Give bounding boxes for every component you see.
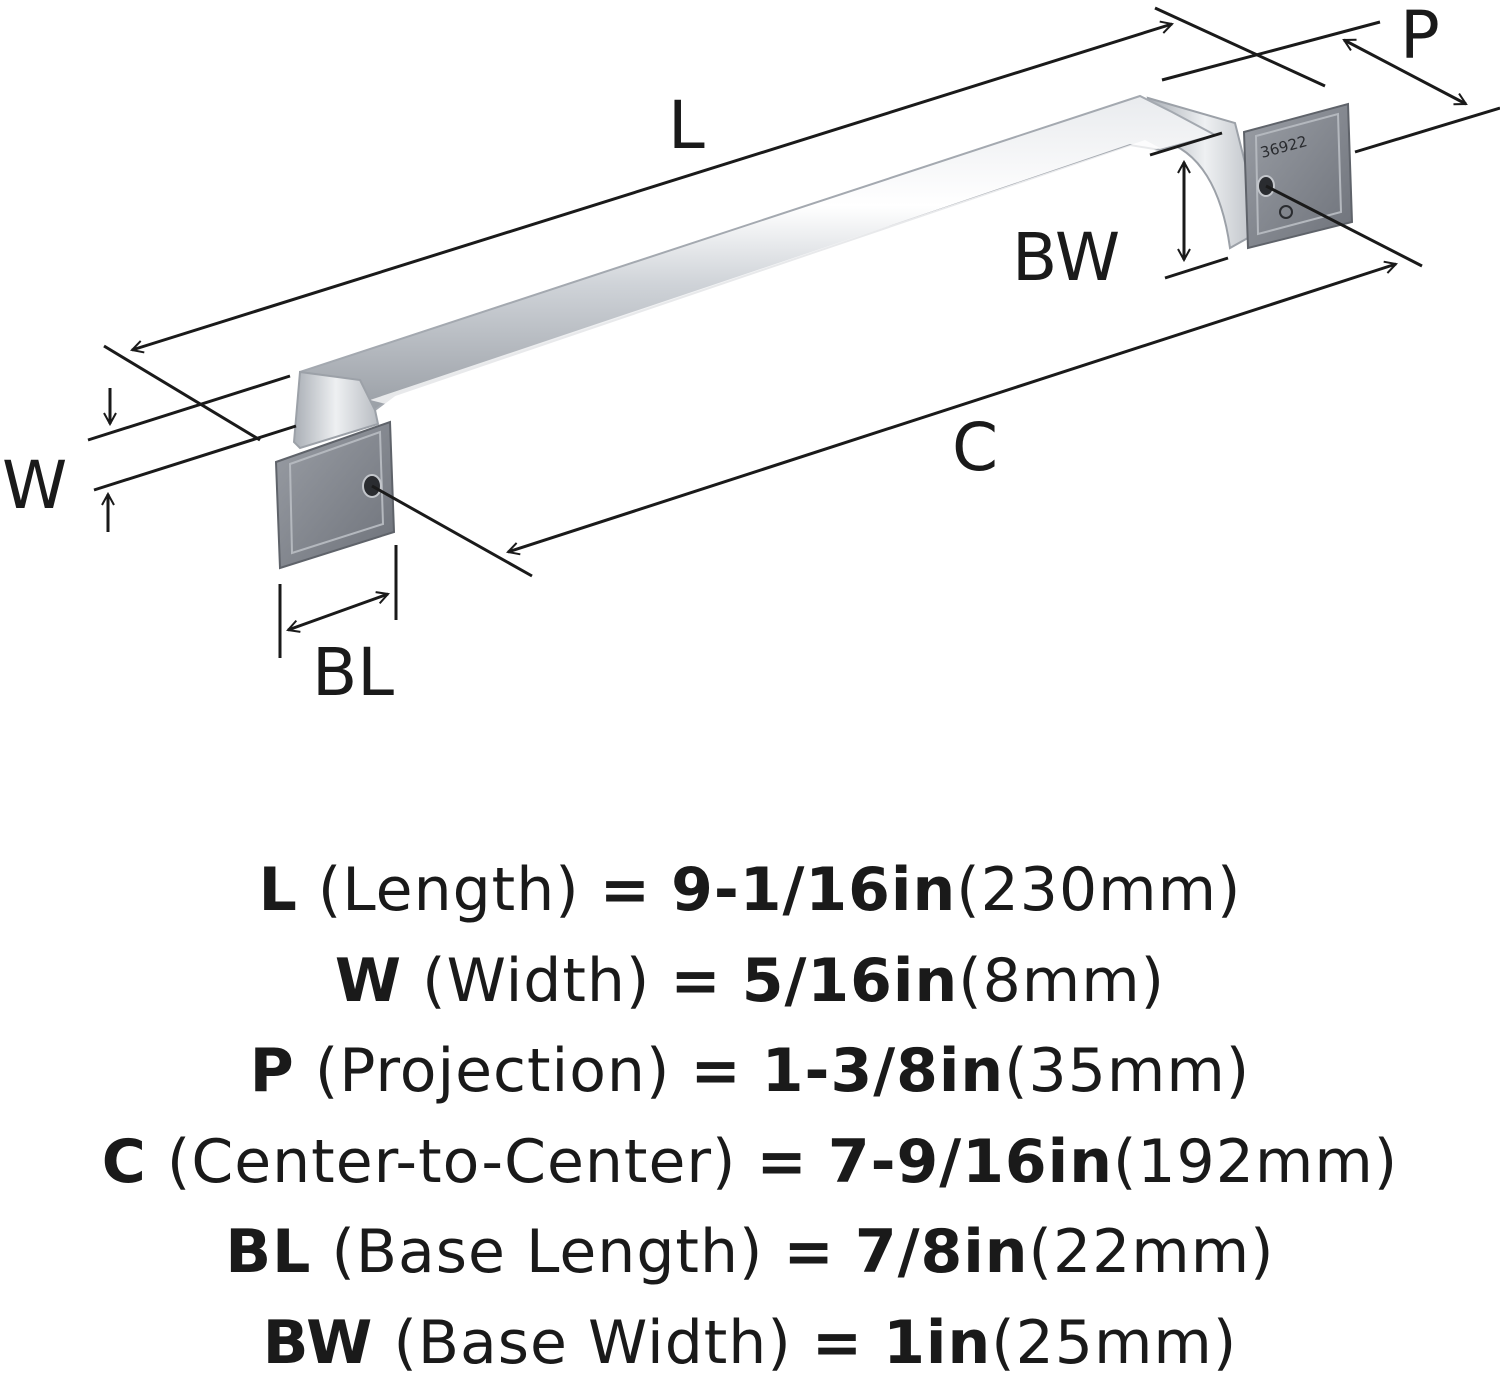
spec-equals: = (670, 946, 721, 1016)
spec-metric-value: (192mm) (1113, 1127, 1398, 1197)
base-length-dimension-arrow (288, 594, 388, 630)
width-extension-top (88, 376, 290, 440)
spec-metric-value: (35mm) (1004, 1036, 1250, 1106)
spec-imperial-value: 7-9/16in (828, 1127, 1113, 1197)
spec-symbol: BW (263, 1308, 374, 1378)
label-length: L (668, 87, 705, 164)
projection-extension-top (1162, 22, 1380, 80)
spec-line: P (Projection) = 1-3/8in(35mm) (0, 1026, 1500, 1117)
spec-equals: = (600, 855, 651, 925)
spec-name: (Width) (422, 946, 650, 1016)
label-base-width: BW (1012, 219, 1120, 296)
spec-equals: = (812, 1308, 863, 1378)
spec-name: (Length) (318, 855, 580, 925)
handle-dimension-diagram: 36922 L P BW W C BL (0, 0, 1500, 800)
projection-extension-bottom (1355, 108, 1500, 152)
spec-line: C (Center-to-Center) = 7-9/16in(192mm) (0, 1117, 1500, 1208)
spec-symbol: L (259, 855, 298, 925)
spec-line: BL (Base Length) = 7/8in(22mm) (0, 1207, 1500, 1298)
spec-imperial-value: 9-1/16in (671, 855, 956, 925)
spec-name: (Base Length) (331, 1217, 763, 1287)
spec-symbol: W (335, 946, 402, 1016)
spec-symbol: C (102, 1127, 147, 1197)
spec-line: W (Width) = 5/16in(8mm) (0, 936, 1500, 1027)
spec-equals: = (783, 1217, 834, 1287)
spec-line: BW (Base Width) = 1in(25mm) (0, 1298, 1500, 1388)
label-projection: P (1400, 0, 1440, 74)
spec-name: (Base Width) (393, 1308, 791, 1378)
spec-symbol: P (250, 1036, 295, 1106)
label-width: W (2, 447, 67, 524)
spec-imperial-value: 1-3/8in (762, 1036, 1004, 1106)
spec-imperial-value: 5/16in (742, 946, 958, 1016)
width-extension-bottom (94, 426, 296, 490)
spec-metric-value: (8mm) (958, 946, 1165, 1016)
spec-metric-value: (25mm) (991, 1308, 1237, 1378)
spec-metric-value: (22mm) (1029, 1217, 1275, 1287)
label-center-to-center: C (952, 409, 998, 486)
label-base-length: BL (312, 634, 394, 711)
spec-metric-value: (230mm) (956, 855, 1241, 925)
spec-symbol: BL (225, 1217, 311, 1287)
dimension-specs-list: L (Length) = 9-1/16in(230mm)W (Width) = … (0, 845, 1500, 1388)
spec-equals: = (690, 1036, 741, 1106)
spec-name: (Projection) (315, 1036, 671, 1106)
spec-equals: = (757, 1127, 808, 1197)
spec-name: (Center-to-Center) (167, 1127, 737, 1197)
base-width-extension-bottom (1165, 258, 1228, 278)
spec-imperial-value: 1in (883, 1308, 991, 1378)
spec-line: L (Length) = 9-1/16in(230mm) (0, 845, 1500, 936)
spec-imperial-value: 7/8in (855, 1217, 1029, 1287)
